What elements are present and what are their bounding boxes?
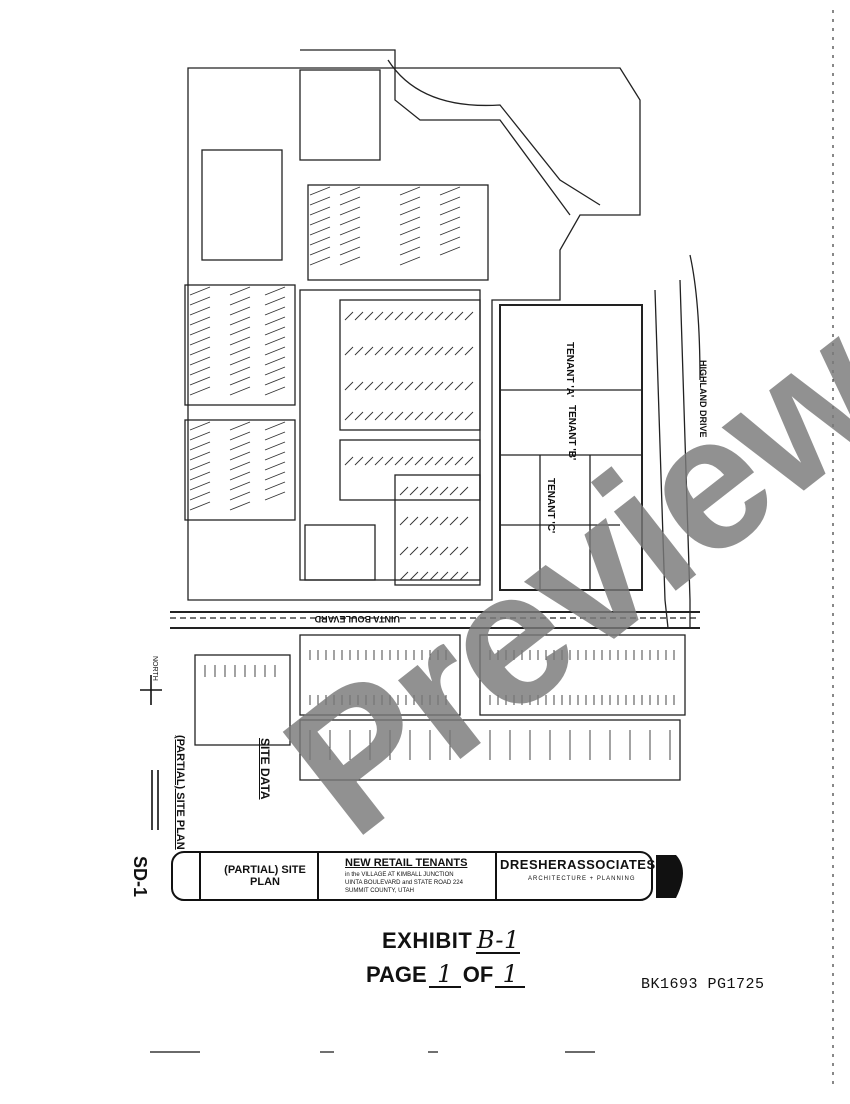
project-location-1: in the VILLAGE AT KIMBALL JUNCTION: [345, 872, 454, 878]
sheet-number: SD-1: [130, 856, 150, 898]
exhibit-stamp: EXHIBIT B-1: [382, 926, 521, 954]
page-label: PAGE: [366, 962, 427, 987]
north-arrow-label: NORTH: [151, 656, 158, 681]
project-location-3: SUMMIT COUNTY, UTAH: [345, 888, 415, 894]
of-value: 1: [495, 962, 526, 988]
exhibit-value: B-1: [476, 926, 521, 954]
firm-name: DRESHERASSOCIATES: [500, 857, 656, 872]
project-heading: NEW RETAIL TENANTS: [345, 857, 468, 869]
project-location-2: UINTA BOULEVARD and STATE ROAD 224: [345, 880, 463, 886]
of-label: OF: [462, 962, 494, 987]
tenant-a-label: TENANT 'A': [564, 342, 575, 398]
sheet-title: (PARTIAL) SITE PLAN: [224, 864, 306, 888]
page-count: PAGE 1 OF 1: [366, 962, 526, 988]
recording-stamp: BK1693 PG1725: [641, 976, 765, 993]
site-data-heading: SITE DATA: [258, 738, 272, 800]
page-value: 1: [428, 962, 461, 988]
site-plan-caption: (PARTIAL) SITE PLAN: [174, 735, 186, 850]
exhibit-label: EXHIBIT: [382, 928, 473, 953]
firm-tagline: ARCHITECTURE + PLANNING: [528, 876, 636, 882]
